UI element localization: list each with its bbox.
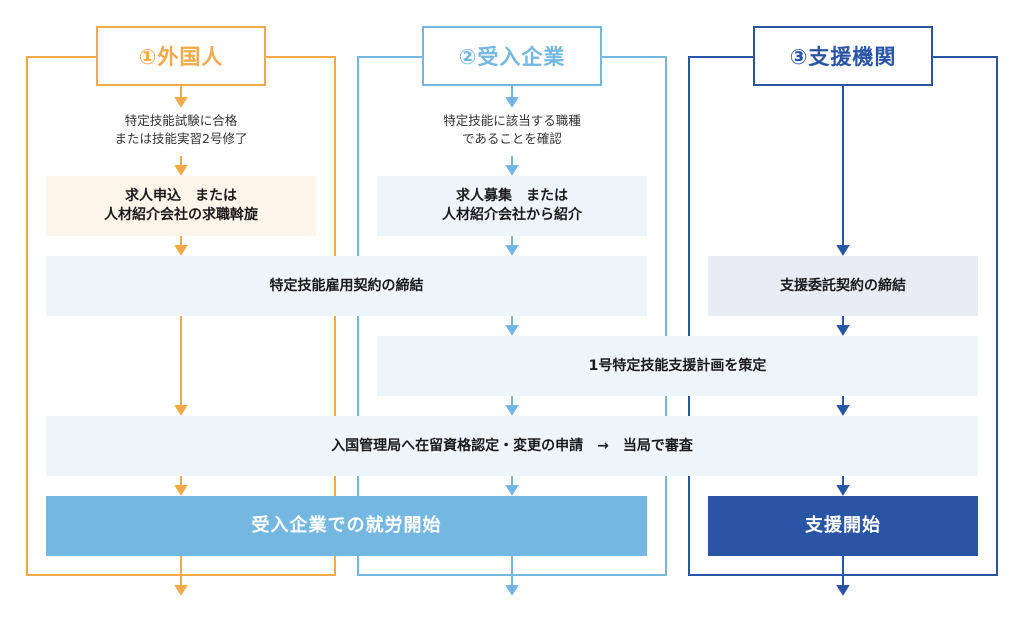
company-recruitment-box: 求人募集 または 人材紹介会社から紹介 xyxy=(377,176,647,236)
support-contract-box: 支援委託契約の締結 xyxy=(708,256,978,316)
arrow-down xyxy=(174,97,188,108)
company-header-label: ②受入企業 xyxy=(458,45,566,69)
support-start-box: 支援開始 xyxy=(708,496,978,556)
company-requirement-note: 特定技能に該当する職種 であることを確認 xyxy=(397,112,627,149)
company-header: ②受入企業 xyxy=(422,26,602,86)
employment-contract-box: 特定技能雇用契約の締結 xyxy=(46,256,647,316)
foreigner-header-label: ①外国人 xyxy=(138,45,224,69)
immigration-application-box: 入国管理局へ在留資格認定・変更の申請 → 当局で審査 xyxy=(46,416,978,476)
work-start-box: 受入企業での就労開始 xyxy=(46,496,647,556)
foreigner-header: ①外国人 xyxy=(96,26,266,86)
support-org-header: ③支援機関 xyxy=(753,26,933,86)
support-plan-box: 1号特定技能支援計画を策定 xyxy=(377,336,978,396)
foreigner-requirement-note: 特定技能試験に合格 または技能実習2号修了 xyxy=(66,112,296,149)
support-org-header-label: ③支援機関 xyxy=(789,45,897,69)
foreigner-job-application-box: 求人申込 または 人材紹介会社の求職斡旋 xyxy=(46,176,316,236)
